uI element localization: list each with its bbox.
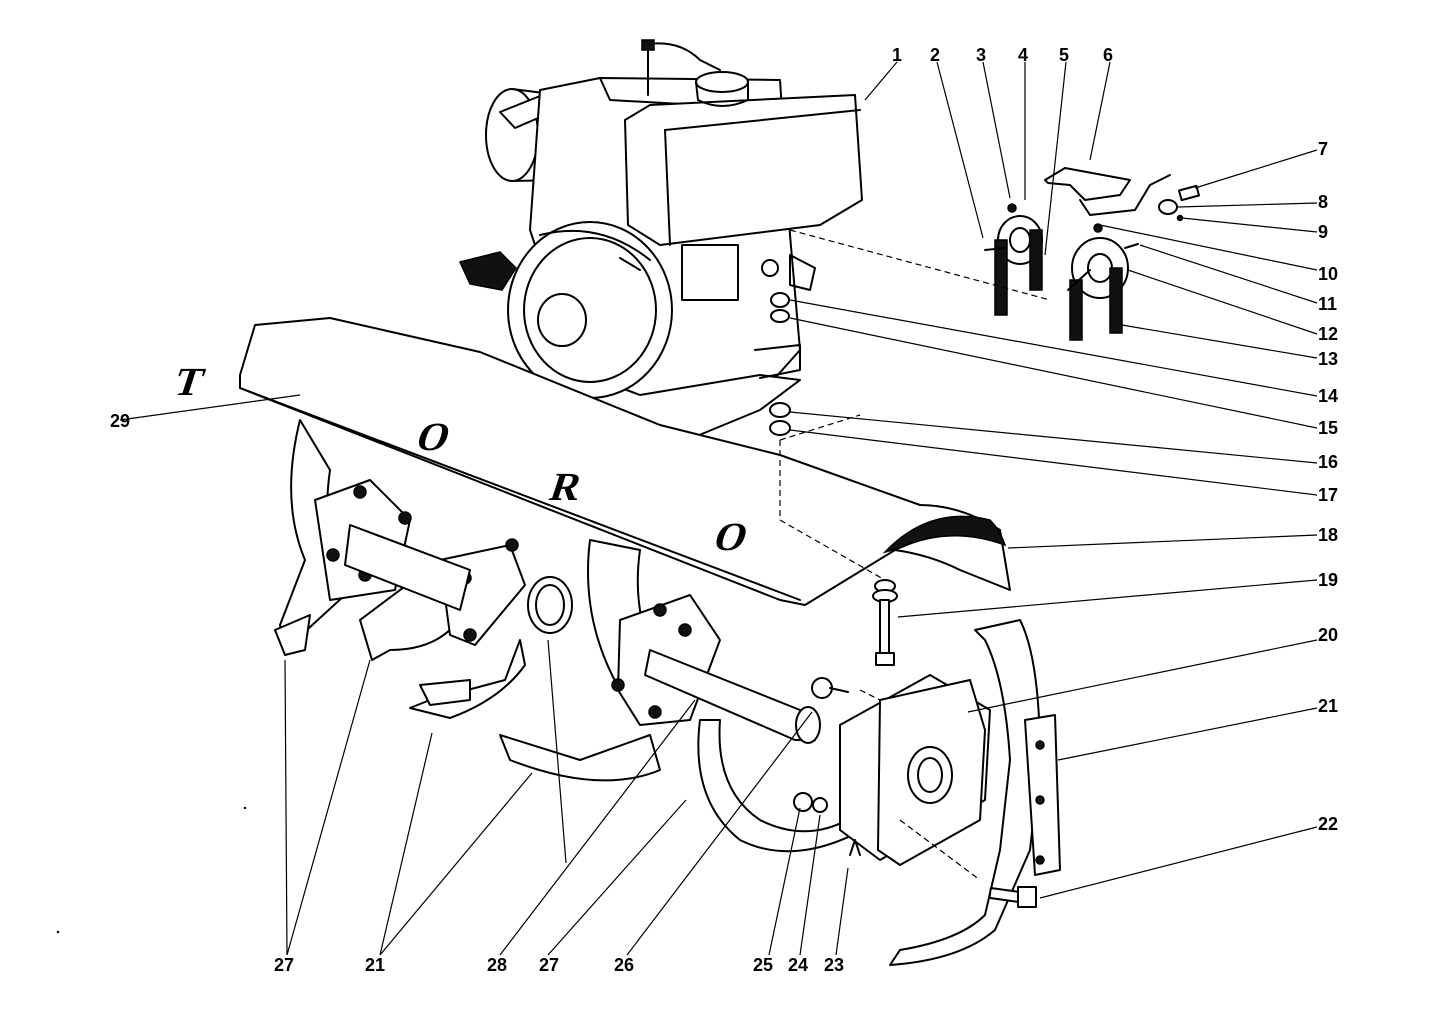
tine-shield: T O R O (169, 317, 1011, 606)
callout-20: 20 (1318, 625, 1338, 645)
callout-10: 10 (1318, 264, 1338, 284)
callout-2: 2 (930, 45, 940, 65)
callout-6: 6 (1103, 45, 1113, 65)
leader-lines (119, 61, 1318, 956)
callout-21-right: 21 (1318, 696, 1338, 716)
callout-14: 14 (1318, 386, 1338, 406)
callout-1: 1 (892, 45, 902, 65)
callout-29: 29 (110, 411, 130, 431)
callout-23: 23 (824, 955, 844, 975)
callout-19: 19 (1318, 570, 1338, 590)
callout-22: 22 (1318, 814, 1338, 834)
callout-25: 25 (753, 955, 773, 975)
callout-labels: 1 2 3 4 5 6 7 8 9 10 11 12 13 14 15 16 1… (110, 45, 1338, 975)
assembly-lines (779, 229, 1051, 881)
callout-9: 9 (1318, 222, 1328, 242)
stray-dot (243, 806, 247, 810)
stray-dot (56, 930, 60, 934)
callout-26: 26 (614, 955, 634, 975)
callout-27-left: 27 (274, 955, 294, 975)
callout-28: 28 (487, 955, 507, 975)
callout-15: 15 (1318, 418, 1338, 438)
engine (458, 39, 863, 456)
callout-27-bottom: 27 (539, 955, 559, 975)
callout-12: 12 (1318, 324, 1338, 344)
callout-18: 18 (1318, 525, 1338, 545)
callout-7: 7 (1318, 139, 1328, 159)
pulleys-and-belts (769, 167, 1200, 436)
brand-letter-t: T (169, 359, 210, 404)
callout-24: 24 (788, 955, 808, 975)
callout-11: 11 (1318, 294, 1337, 314)
callout-8: 8 (1318, 192, 1328, 212)
callout-4: 4 (1018, 45, 1028, 65)
callout-13: 13 (1318, 349, 1338, 369)
callout-3: 3 (976, 45, 986, 65)
callout-21-bottom: 21 (365, 955, 385, 975)
tine-assembly (274, 419, 1061, 966)
callout-17: 17 (1318, 485, 1338, 505)
callout-16: 16 (1318, 452, 1338, 472)
callout-5: 5 (1059, 45, 1069, 65)
